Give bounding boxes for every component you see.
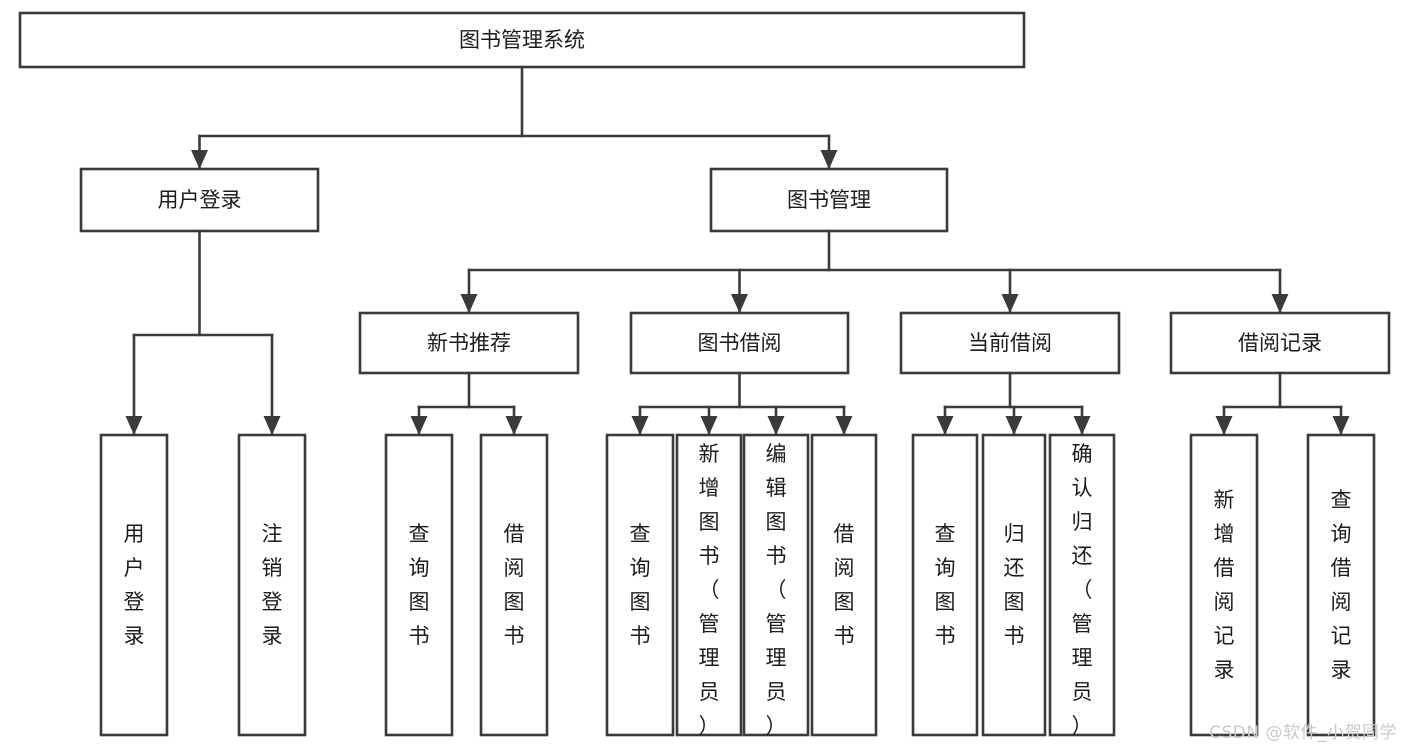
- arrow-head-icon: [1271, 294, 1289, 313]
- arrow-head-icon: [835, 416, 853, 435]
- arrow-head-icon: [936, 416, 954, 435]
- node-rec-borrow-book[interactable]: 借阅图书: [479, 433, 549, 737]
- node-label-new-book-rec: 新书推荐: [427, 331, 511, 355]
- node-box-book-borrow: [629, 311, 850, 375]
- node-label-borrow-add-book: 新增图书（管理员）: [699, 442, 720, 738]
- arrow-head-icon: [125, 416, 143, 435]
- node-label-borrow-borrow-book: 借阅图书: [834, 522, 855, 648]
- node-borrow-borrow-book[interactable]: 借阅图书: [810, 433, 878, 737]
- node-box-rec-borrow-book: [479, 433, 549, 737]
- node-rec-add-record[interactable]: 新增借阅记录: [1189, 433, 1259, 737]
- arrow-head-icon: [1073, 416, 1091, 435]
- node-box-borrow-query-book: [605, 433, 675, 737]
- node-cur-return-book[interactable]: 归还图书: [981, 433, 1047, 737]
- node-box-rec-add-record: [1189, 433, 1259, 737]
- arrow-head-icon: [767, 416, 785, 435]
- node-label-user-login: 用户登录: [158, 188, 242, 212]
- arrow-head-icon: [191, 150, 208, 169]
- arrow-head-icon: [820, 150, 838, 169]
- node-box-rec-query-book: [384, 433, 454, 737]
- node-box-leaf-logout: [237, 433, 307, 737]
- node-box-leaf-user-login: [99, 433, 169, 737]
- node-new-book-rec[interactable]: 新书推荐: [358, 311, 580, 375]
- node-label-leaf-logout: 注销登录: [262, 522, 283, 648]
- arrow-head-icon: [700, 416, 718, 435]
- node-box-borrow-edit-book: [742, 433, 810, 737]
- node-box-borrow-record: [1169, 311, 1391, 375]
- node-book-borrow[interactable]: 图书借阅: [629, 311, 850, 375]
- node-box-root: [18, 11, 1026, 69]
- node-label-rec-add-record: 新增借阅记录: [1214, 488, 1235, 682]
- node-box-borrow-add-book: [675, 433, 743, 737]
- node-box-borrow-borrow-book: [810, 433, 878, 737]
- node-borrow-edit-book[interactable]: 编辑图书（管理员）: [742, 433, 810, 738]
- node-label-rec-borrow-book: 借阅图书: [504, 522, 525, 648]
- arrow-head-icon: [410, 416, 428, 435]
- node-cur-confirm-return[interactable]: 确认归还（管理员）: [1048, 433, 1116, 738]
- arrow-head-icon: [460, 294, 478, 313]
- node-label-book-borrow: 图书借阅: [698, 331, 782, 355]
- node-box-current-borrow: [899, 311, 1121, 375]
- node-book-manage[interactable]: 图书管理: [709, 167, 949, 233]
- node-label-borrow-edit-book: 编辑图书（管理员）: [766, 442, 787, 738]
- node-rec-query-record[interactable]: 查询借阅记录: [1306, 433, 1376, 737]
- node-box-rec-query-record: [1306, 433, 1376, 737]
- node-label-cur-query-book: 查询图书: [935, 522, 956, 648]
- node-label-rec-query-record: 查询借阅记录: [1331, 488, 1352, 682]
- node-label-borrow-query-book: 查询图书: [630, 522, 651, 648]
- node-leaf-user-login[interactable]: 用户登录: [99, 433, 169, 737]
- arrow-head-icon: [1001, 294, 1019, 313]
- node-cur-query-book[interactable]: 查询图书: [911, 433, 979, 737]
- node-box-cur-query-book: [911, 433, 979, 737]
- arrow-head-icon: [1215, 416, 1233, 435]
- watermark-text: CSDN @软件_小贺同学: [1209, 723, 1397, 743]
- node-current-borrow[interactable]: 当前借阅: [899, 311, 1121, 375]
- node-label-cur-return-book: 归还图书: [1004, 522, 1025, 648]
- node-label-rec-query-book: 查询图书: [409, 522, 430, 648]
- node-rec-query-book[interactable]: 查询图书: [384, 433, 454, 737]
- node-borrow-query-book[interactable]: 查询图书: [605, 433, 675, 737]
- node-box-book-manage: [709, 167, 949, 233]
- node-label-current-borrow: 当前借阅: [968, 331, 1052, 355]
- node-root[interactable]: 图书管理系统: [18, 11, 1026, 69]
- node-label-cur-confirm-return: 确认归还（管理员）: [1072, 442, 1093, 738]
- arrow-head-icon: [1005, 416, 1023, 435]
- arrow-head-icon: [1332, 416, 1350, 435]
- node-leaf-logout[interactable]: 注销登录: [237, 433, 307, 737]
- node-box-cur-return-book: [981, 433, 1047, 737]
- node-user-login[interactable]: 用户登录: [79, 167, 320, 233]
- node-borrow-record[interactable]: 借阅记录: [1169, 311, 1391, 375]
- arrow-head-icon: [263, 416, 281, 435]
- arrow-head-icon: [731, 294, 748, 313]
- node-label-borrow-record: 借阅记录: [1238, 331, 1322, 355]
- arrow-head-icon: [631, 416, 649, 435]
- arrow-head-icon: [505, 416, 523, 435]
- node-box-cur-confirm-return: [1048, 433, 1116, 737]
- node-label-root: 图书管理系统: [459, 28, 585, 52]
- node-borrow-add-book[interactable]: 新增图书（管理员）: [675, 433, 743, 738]
- node-label-book-manage: 图书管理: [787, 188, 871, 212]
- node-label-leaf-user-login: 用户登录: [124, 522, 145, 648]
